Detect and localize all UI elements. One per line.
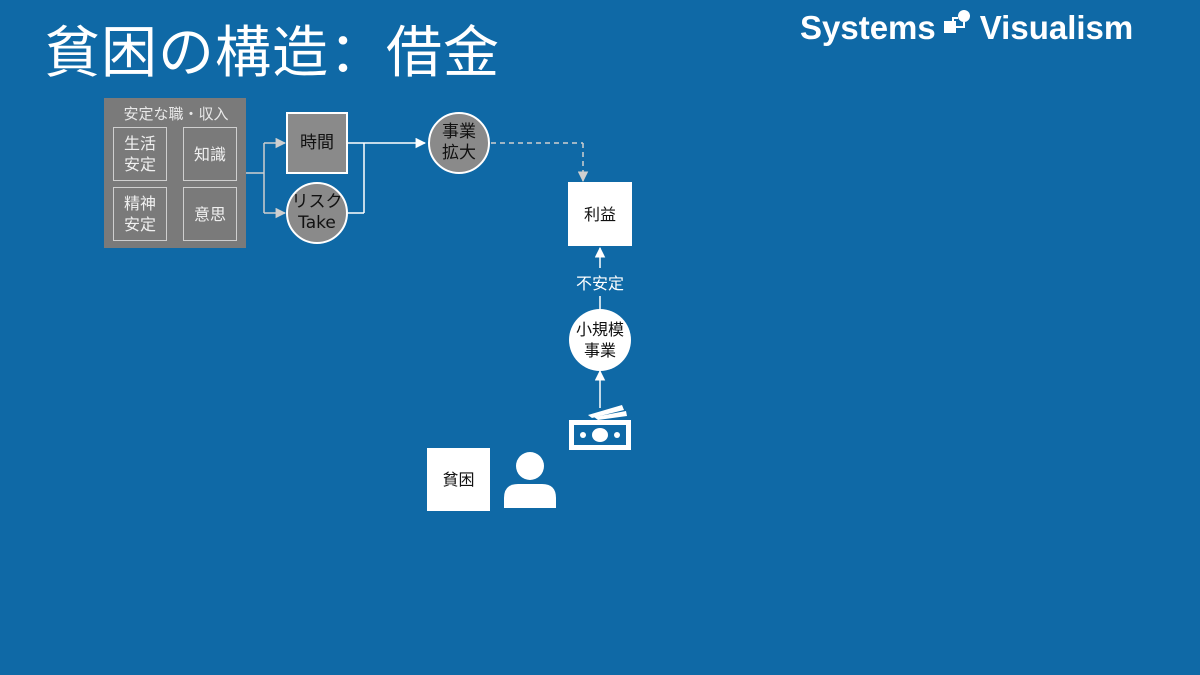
label-unstable: 不安定 bbox=[560, 268, 640, 296]
node-profit: 利益 bbox=[568, 182, 632, 246]
panel-branch-connector bbox=[246, 137, 287, 219]
node-risk-take: リスク Take bbox=[286, 182, 348, 244]
money-icon bbox=[568, 401, 632, 455]
node-small-business: 小規模 事業 bbox=[569, 309, 631, 371]
stable-income-panel bbox=[104, 98, 246, 248]
cell-mental-stable: 精神 安定 bbox=[113, 187, 167, 241]
brand-name-right: Visualism bbox=[979, 9, 1134, 46]
brand-name-left: Systems bbox=[800, 9, 936, 46]
merge-connector bbox=[348, 137, 427, 214]
logo-icon bbox=[942, 8, 974, 48]
node-time: 時間 bbox=[286, 112, 348, 174]
person-icon bbox=[502, 450, 558, 514]
expand-to-profit-connector bbox=[491, 142, 589, 183]
node-poverty: 貧困 bbox=[427, 448, 490, 511]
cell-knowledge: 知識 bbox=[183, 127, 237, 181]
node-business-expand: 事業 拡大 bbox=[428, 112, 490, 174]
page-title: 貧困の構造：借金 bbox=[44, 21, 500, 86]
cell-life-stable: 生活 安定 bbox=[113, 127, 167, 181]
cell-will: 意思 bbox=[183, 187, 237, 241]
panel-title: 安定な職・収入 bbox=[123, 105, 229, 123]
brand-logo: Systems Visualism bbox=[800, 8, 1190, 48]
